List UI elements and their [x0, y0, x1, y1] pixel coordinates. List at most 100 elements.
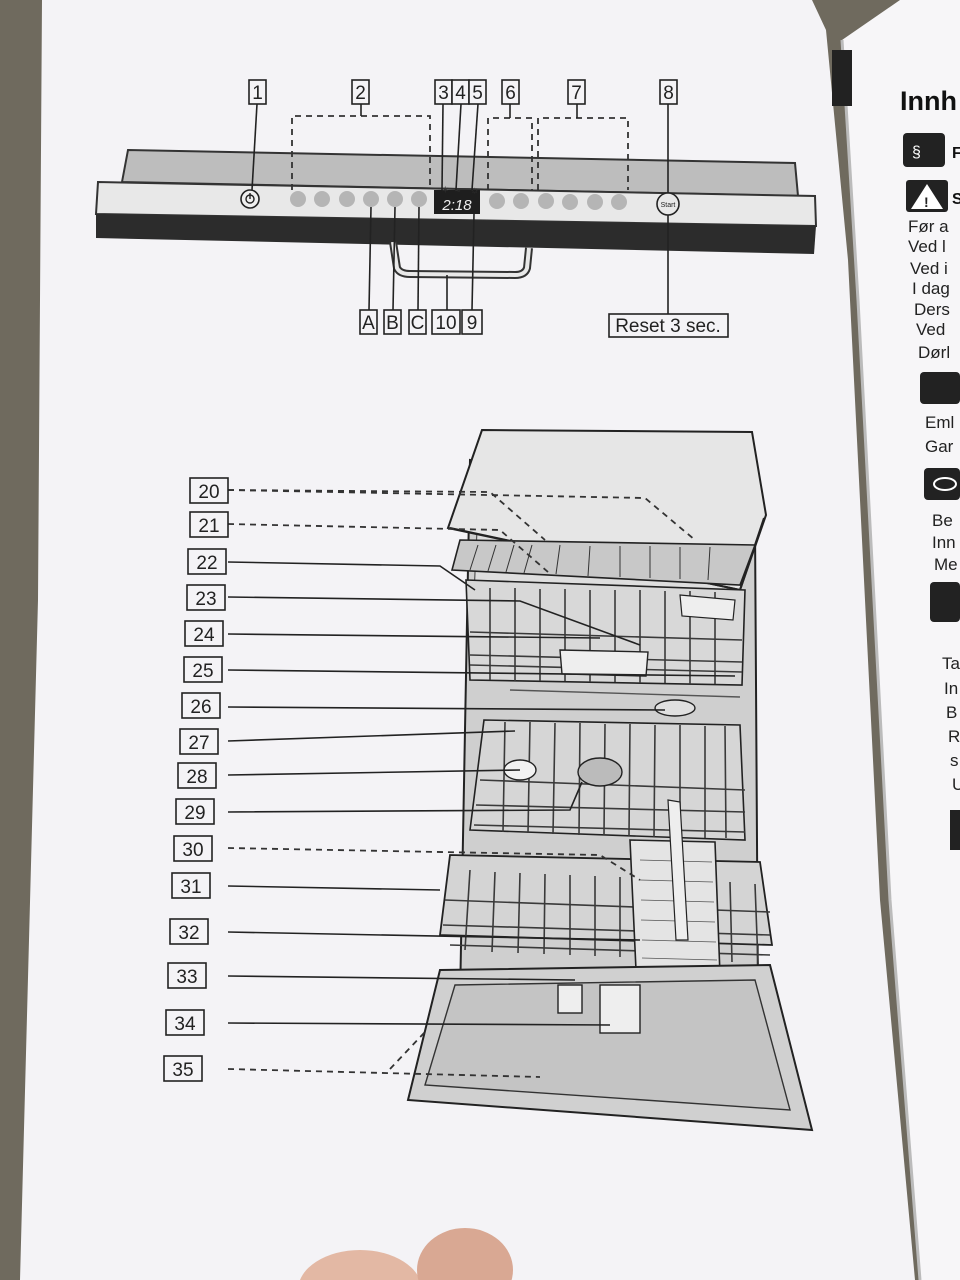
part-label-25: 25 [183, 656, 223, 683]
eye-icon [924, 468, 960, 500]
next-page-line: Før a [908, 217, 949, 236]
control-label-6: 6 [501, 79, 520, 105]
control-label-7: 7 [567, 79, 586, 105]
part-label-24-text: 24 [193, 625, 215, 646]
part-label-23: 23 [186, 584, 226, 611]
control-label-10: 10 [431, 309, 461, 335]
sun-indicator-icon: ☼ [470, 185, 479, 196]
part-label-26-text: 26 [190, 697, 211, 718]
control-label-1-text: 1 [252, 83, 263, 104]
next-page-line: Ved i [910, 259, 948, 278]
control-label-A-text: A [362, 313, 375, 334]
part-label-27: 27 [179, 728, 219, 755]
control-label-9: 9 [461, 309, 483, 335]
next-page-line: I dag [912, 279, 950, 298]
cutlery-drawer [450, 539, 757, 586]
reset-label-box: Reset 3 sec. [608, 313, 729, 338]
appliance-leader-lines [227, 489, 736, 1078]
next-page-line: In [944, 679, 958, 698]
control-panel-diagram: 2:18 ✶ ≈ ☼ Start [94, 103, 818, 314]
next-page-line: Be [932, 511, 953, 530]
section-letter-f: F [952, 145, 960, 162]
part-label-22-text: 22 [196, 553, 217, 574]
part-label-26: 26 [181, 692, 221, 719]
recycle-icon [930, 582, 960, 622]
reset-label: Reset 3 sec. [615, 316, 721, 337]
part-label-33: 33 [167, 962, 207, 989]
part-label-33-text: 33 [176, 967, 197, 988]
control-label-2-text: 2 [355, 83, 366, 104]
part-label-34: 34 [165, 1009, 205, 1036]
part-label-32: 32 [169, 918, 209, 945]
part-label-35: 35 [163, 1055, 203, 1082]
control-label-10-text: 10 [435, 313, 456, 334]
control-label-4: 4 [451, 79, 470, 105]
control-label-A: A [359, 309, 378, 335]
next-page-line: Dørl [918, 343, 950, 362]
control-label-C-text: C [411, 313, 425, 334]
control-label-4-text: 4 [455, 83, 466, 104]
rinse-aid-indicator-icon: ✶ [441, 185, 449, 196]
next-page-line: Ta [942, 654, 960, 673]
control-label-B: B [383, 309, 402, 335]
control-label-5: 5 [468, 79, 487, 105]
thumb [299, 1250, 421, 1280]
option-buttons [489, 193, 627, 210]
lower-basket [438, 854, 774, 946]
svg-text:§: § [912, 144, 921, 161]
control-label-9-text: 9 [467, 313, 478, 334]
part-label-29-text: 29 [184, 803, 205, 824]
program-buttons [290, 191, 427, 207]
next-page-title: Innh [900, 86, 957, 116]
part-label-21: 21 [189, 511, 229, 538]
part-label-29: 29 [175, 798, 215, 825]
part-label-27-text: 27 [188, 733, 209, 754]
next-page-line: Eml [925, 413, 954, 432]
part-label-24: 24 [184, 620, 224, 647]
control-label-3-text: 3 [438, 83, 449, 104]
part-label-22: 22 [187, 548, 227, 575]
next-page-line: Inn [932, 533, 956, 552]
part-label-25-text: 25 [192, 661, 213, 682]
control-label-1: 1 [248, 79, 267, 105]
control-label-B-text: B [386, 313, 399, 334]
part-label-28: 28 [177, 762, 217, 789]
next-page-line: Ved [916, 320, 945, 339]
next-page-line: Ders [914, 300, 950, 319]
next-page-line: U [952, 775, 960, 794]
part-label-28-text: 28 [186, 767, 207, 788]
rinse-aid-dispenser [557, 984, 583, 1014]
part-label-21-text: 21 [198, 516, 219, 537]
page-tab-marker [832, 50, 852, 106]
control-label-C: C [408, 309, 427, 335]
next-page-line: Gar [925, 437, 954, 456]
svg-text:!: ! [924, 194, 929, 210]
law-icon [903, 133, 945, 167]
page-fold [840, 39, 922, 1280]
panel-base [96, 214, 816, 254]
next-page-line: Ved l [908, 237, 946, 256]
upper-shelf [679, 594, 736, 621]
next-page [842, 0, 960, 1280]
control-label-7-text: 7 [571, 83, 582, 104]
next-page-line: Me [934, 555, 958, 574]
part-label-23-text: 23 [195, 589, 216, 610]
detergent-dispenser [599, 984, 641, 1034]
leaf-icon [920, 372, 960, 404]
part-label-20-text: 20 [198, 482, 219, 503]
top-spray-head [654, 699, 696, 717]
control-label-6-text: 6 [505, 83, 516, 104]
part-label-35-text: 35 [172, 1060, 193, 1081]
part-label-34-text: 34 [174, 1014, 196, 1035]
display-readout: 2:18 [441, 197, 472, 214]
display-screen [434, 190, 480, 214]
control-label-8-text: 8 [663, 83, 674, 104]
part-label-32-text: 32 [178, 923, 199, 944]
next-page-line: R [948, 727, 960, 746]
part-label-30: 30 [173, 835, 213, 862]
